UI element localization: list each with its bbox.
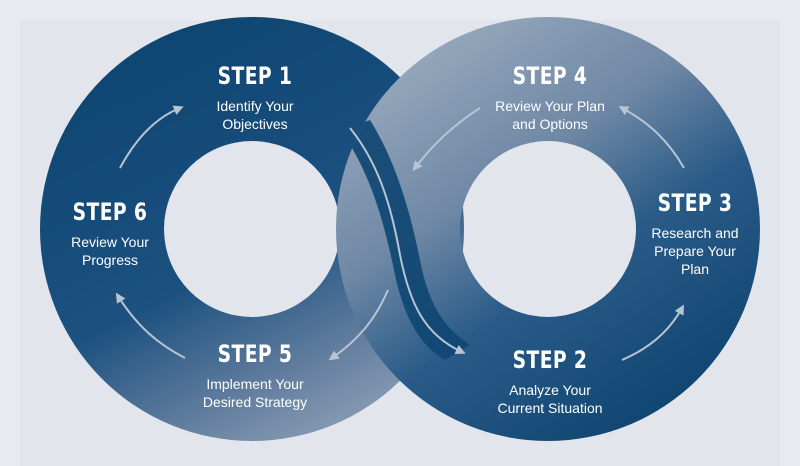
step-1-line-2: Objectives xyxy=(222,116,288,132)
step-2-description: Analyze Your Current Situation xyxy=(465,381,635,417)
step-6: STEP 6 Review Your Progress xyxy=(50,197,170,269)
step-3-line-2: Prepare Your xyxy=(654,243,736,259)
step-4-line-2: and Options xyxy=(512,116,588,132)
step-2: STEP 2 Analyze Your Current Situation xyxy=(465,345,635,417)
step-2-line-1: Analyze Your xyxy=(509,382,591,398)
step-1-description: Identify Your Objectives xyxy=(175,97,335,133)
step-6-title: STEP 6 xyxy=(72,198,148,226)
step-3: STEP 3 Research and Prepare Your Plan xyxy=(635,188,755,278)
arrow-3-to-4 xyxy=(618,106,685,169)
arrow-2-to-3 xyxy=(621,304,684,361)
step-5-title: STEP 5 xyxy=(217,340,293,368)
step-4-line-1: Review Your Plan xyxy=(495,98,605,114)
step-3-line-3: Plan xyxy=(680,261,710,277)
step-3-line-1: Research and xyxy=(651,225,739,241)
step-2-title: STEP 2 xyxy=(512,346,588,374)
arrow-6-to-1 xyxy=(119,105,184,169)
step-5: STEP 5 Implement Your Desired Strategy xyxy=(185,339,325,411)
step-1: STEP 1 Identify Your Objectives xyxy=(175,61,335,133)
crossing-band xyxy=(340,120,470,360)
step-3-description: Research and Prepare Your Plan xyxy=(635,224,755,278)
arrow-5-to-6 xyxy=(115,292,186,359)
step-1-title: STEP 1 xyxy=(217,62,293,90)
step-5-line-1: Implement Your xyxy=(206,376,304,392)
step-4: STEP 4 Review Your Plan and Options xyxy=(465,61,635,133)
step-6-line-1: Review Your xyxy=(71,234,149,250)
step-2-line-2: Current Situation xyxy=(497,400,603,416)
step-5-description: Implement Your Desired Strategy xyxy=(185,375,325,411)
step-6-description: Review Your Progress xyxy=(50,233,170,269)
arrow-4-back xyxy=(412,107,481,172)
step-1-line-1: Identify Your xyxy=(216,98,294,114)
step-3-title: STEP 3 xyxy=(657,189,733,217)
step-4-title: STEP 4 xyxy=(512,62,588,90)
arrow-1-to-2 xyxy=(349,127,466,355)
step-4-description: Review Your Plan and Options xyxy=(465,97,635,133)
step-6-line-2: Progress xyxy=(81,252,139,268)
step-5-line-2: Desired Strategy xyxy=(202,394,308,410)
arrow-4-to-5 xyxy=(328,289,389,361)
